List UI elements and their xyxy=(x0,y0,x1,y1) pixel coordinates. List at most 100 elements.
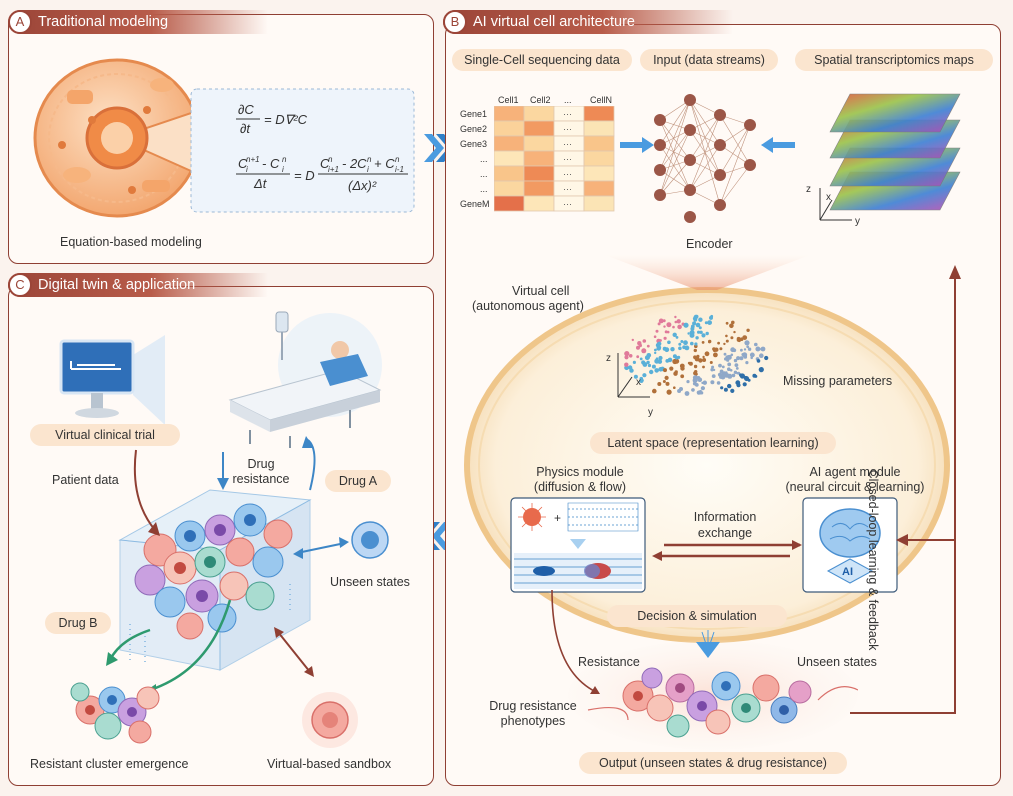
input-tag-spatial: Spatial transcriptomics maps xyxy=(795,49,993,71)
output-tag: Output (unseen states & drug resistance) xyxy=(579,752,847,774)
latent-point xyxy=(696,354,700,358)
svg-text:Δt: Δt xyxy=(253,176,268,191)
unseen-states-cell xyxy=(351,521,389,559)
latent-point xyxy=(657,322,661,326)
latent-point xyxy=(754,374,758,378)
svg-text:(Δx)²: (Δx)² xyxy=(348,178,377,193)
svg-text:···: ··· xyxy=(563,199,572,209)
latent-point xyxy=(730,336,734,340)
latent-point xyxy=(725,321,729,325)
ai-module-label: AI agent module xyxy=(809,465,901,479)
latent-point xyxy=(624,355,629,360)
panel-c-letter: C xyxy=(8,273,32,297)
latent-point xyxy=(724,373,730,378)
latent-point xyxy=(727,362,732,367)
svg-text:···: ··· xyxy=(563,184,572,194)
latent-point xyxy=(744,340,750,346)
latent-point xyxy=(680,374,685,379)
latent-point xyxy=(658,318,664,324)
latent-point xyxy=(717,341,720,345)
latent-point xyxy=(758,367,764,373)
info-exchange-label: Information xyxy=(693,510,757,524)
latent-axis-x: x xyxy=(636,377,641,388)
latent-point xyxy=(730,347,736,353)
feedback-label: Closed-loop learning & feedback xyxy=(866,469,880,651)
svg-text:C: C xyxy=(238,156,248,171)
svg-text:∂C: ∂C xyxy=(238,102,254,117)
latent-point xyxy=(696,376,701,380)
panel-c-arrows xyxy=(106,436,349,696)
latent-point xyxy=(667,340,671,345)
pheno-arrows xyxy=(551,590,600,694)
latent-point xyxy=(675,356,678,360)
info-exchange-sublabel: exchange xyxy=(697,526,753,540)
matrix-row-gene3: Gene3 xyxy=(460,139,488,149)
feedback-loop xyxy=(850,265,961,714)
latent-point xyxy=(686,380,690,384)
matrix-row-gene1: Gene1 xyxy=(460,109,488,119)
monitor-illustration xyxy=(59,335,165,425)
matrix-row-dots3: ... xyxy=(480,184,488,194)
latent-point xyxy=(654,368,659,373)
latent-point xyxy=(695,336,699,340)
matrix-row-genem: GeneM xyxy=(460,199,490,209)
latent-point xyxy=(746,328,750,332)
latent-point xyxy=(701,381,704,385)
latent-point xyxy=(662,319,666,323)
latent-point xyxy=(745,361,749,365)
latent-point xyxy=(695,322,701,328)
latent-point xyxy=(684,345,690,351)
latent-point xyxy=(676,319,681,324)
svg-text:···: ··· xyxy=(563,169,572,179)
patient-data-label: Patient data xyxy=(52,473,119,487)
tumor-cube xyxy=(118,489,312,671)
latent-point xyxy=(739,356,744,361)
input-tag-data-streams: Input (data streams) xyxy=(640,49,778,71)
latent-point xyxy=(736,336,741,341)
physics-module-label: Physics module xyxy=(536,465,624,479)
latent-point xyxy=(727,367,731,371)
patient-bed-illustration xyxy=(228,311,382,448)
virtual-trial-tag: Virtual clinical trial xyxy=(30,424,180,446)
latent-point xyxy=(764,355,769,361)
matrix-col-cell1: Cell1 xyxy=(498,95,519,105)
drug-resistance-sublabel: resistance xyxy=(232,472,290,486)
svg-text:n: n xyxy=(328,155,333,164)
latent-point xyxy=(731,373,736,378)
latent-point xyxy=(702,365,705,369)
virtual-cell-sublabel: (autonomous agent) xyxy=(472,299,584,313)
sandbox-label: Virtual-based sandbox xyxy=(267,757,392,771)
spatial-axis-z: z xyxy=(806,184,811,195)
latent-point xyxy=(665,359,670,363)
latent-point xyxy=(664,330,668,334)
matrix-col-cell2: Cell2 xyxy=(530,95,551,105)
latent-point xyxy=(637,341,642,346)
latent-point xyxy=(628,365,632,368)
latent-point xyxy=(719,369,724,374)
ai-module-sublabel: (neural circuit & learning) xyxy=(785,480,925,494)
svg-text:- 2C: - 2C xyxy=(342,156,367,171)
latent-point xyxy=(658,355,663,361)
latent-point xyxy=(665,381,670,386)
latent-point xyxy=(664,347,670,353)
latent-point xyxy=(709,361,713,364)
latent-point xyxy=(684,391,690,396)
latent-point xyxy=(696,390,701,395)
latent-point xyxy=(747,378,751,382)
latent-point xyxy=(716,381,721,385)
panel-b-title-bar: B AI virtual cell architecture xyxy=(443,10,733,34)
latent-point xyxy=(680,340,684,343)
drug-b-tag: Drug B xyxy=(45,612,111,634)
latent-point xyxy=(702,358,707,362)
latent-point xyxy=(624,351,630,357)
latent-point xyxy=(757,359,760,362)
latent-point xyxy=(711,374,716,378)
drug-resistance-label: Drug xyxy=(247,457,275,471)
latent-point xyxy=(672,325,675,329)
latent-point xyxy=(701,341,705,344)
latent-point xyxy=(754,342,758,347)
latent-point xyxy=(693,371,697,376)
latent-scatter: z y x xyxy=(606,314,769,418)
equation-caption: Equation-based modeling xyxy=(60,235,202,249)
